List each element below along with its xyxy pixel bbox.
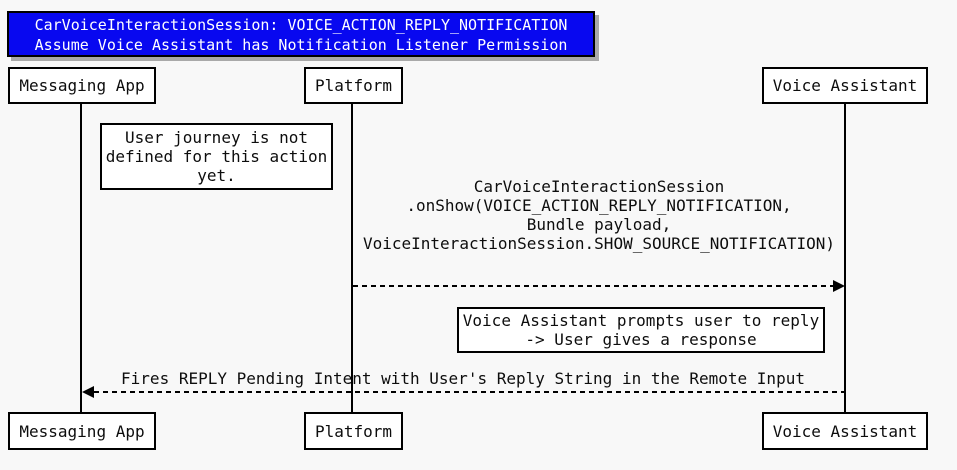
lifeline-voice-assistant: [844, 104, 846, 412]
participant-top-platform: Platform: [304, 67, 403, 104]
participant-label: Platform: [314, 76, 393, 95]
lifeline-messaging-app: [80, 104, 82, 412]
note-voice-assistant-prompts: Voice Assistant prompts user to reply ->…: [457, 307, 825, 353]
arrow-reply-intent: [94, 391, 845, 393]
note-line: -> User gives a response: [525, 330, 757, 349]
note-user-journey: User journey is not defined for this act…: [100, 123, 333, 190]
message-line: .onShow(VOICE_ACTION_REPLY_NOTIFICATION,: [406, 196, 792, 215]
message-reply-intent-label: Fires REPLY Pending Intent with User's R…: [121, 369, 805, 388]
note-line: User journey is not: [124, 128, 309, 147]
participant-label: Voice Assistant: [772, 76, 918, 95]
participant-label: Voice Assistant: [772, 421, 918, 441]
message-onshow-label: CarVoiceInteractionSession .onShow(VOICE…: [356, 177, 842, 253]
participant-bottom-messaging-app: Messaging App: [8, 412, 156, 450]
arrow-onshow: [353, 285, 833, 287]
participant-label: Platform: [314, 421, 393, 441]
arrowhead-right-icon: [833, 280, 845, 292]
lifeline-platform: [351, 104, 353, 412]
participant-top-voice-assistant: Voice Assistant: [762, 67, 928, 104]
participant-label: Messaging App: [19, 421, 145, 441]
note-line: defined for this action: [105, 147, 328, 166]
note-line: Voice Assistant prompts user to reply: [462, 311, 820, 330]
diagram-title-line-2: Assume Voice Assistant has Notification …: [34, 36, 568, 54]
participant-bottom-voice-assistant: Voice Assistant: [762, 412, 928, 450]
diagram-title-line-1: CarVoiceInteractionSession: VOICE_ACTION…: [34, 16, 568, 34]
diagram-title: CarVoiceInteractionSession: VOICE_ACTION…: [7, 11, 595, 57]
participant-label: Messaging App: [19, 76, 145, 95]
participant-bottom-platform: Platform: [304, 412, 403, 450]
message-line: Bundle payload,: [526, 215, 672, 234]
message-line: CarVoiceInteractionSession: [473, 177, 725, 196]
participant-top-messaging-app: Messaging App: [8, 67, 156, 104]
message-line: VoiceInteractionSession.SHOW_SOURCE_NOTI…: [362, 234, 835, 253]
note-line: yet.: [197, 166, 236, 185]
arrowhead-left-icon: [82, 386, 94, 398]
